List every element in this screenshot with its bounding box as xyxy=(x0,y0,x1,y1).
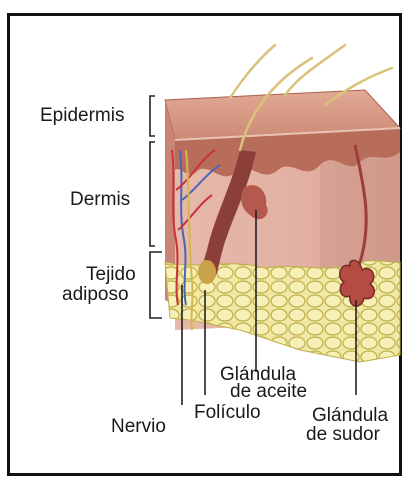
label-sweat-gland-line2: de sudor xyxy=(306,425,380,445)
label-follicle: Folículo xyxy=(194,403,261,423)
label-sweat-gland-line1: Glándula xyxy=(312,406,388,426)
label-adipose-line1: Tejido xyxy=(86,265,136,285)
label-nerve: Nervio xyxy=(111,417,166,437)
label-epidermis: Epidermis xyxy=(40,106,124,126)
label-oil-gland-line2: de aceite xyxy=(230,382,307,402)
layer-brackets xyxy=(150,96,162,318)
label-adipose-line2: adiposo xyxy=(62,285,129,305)
label-dermis: Dermis xyxy=(70,190,130,210)
